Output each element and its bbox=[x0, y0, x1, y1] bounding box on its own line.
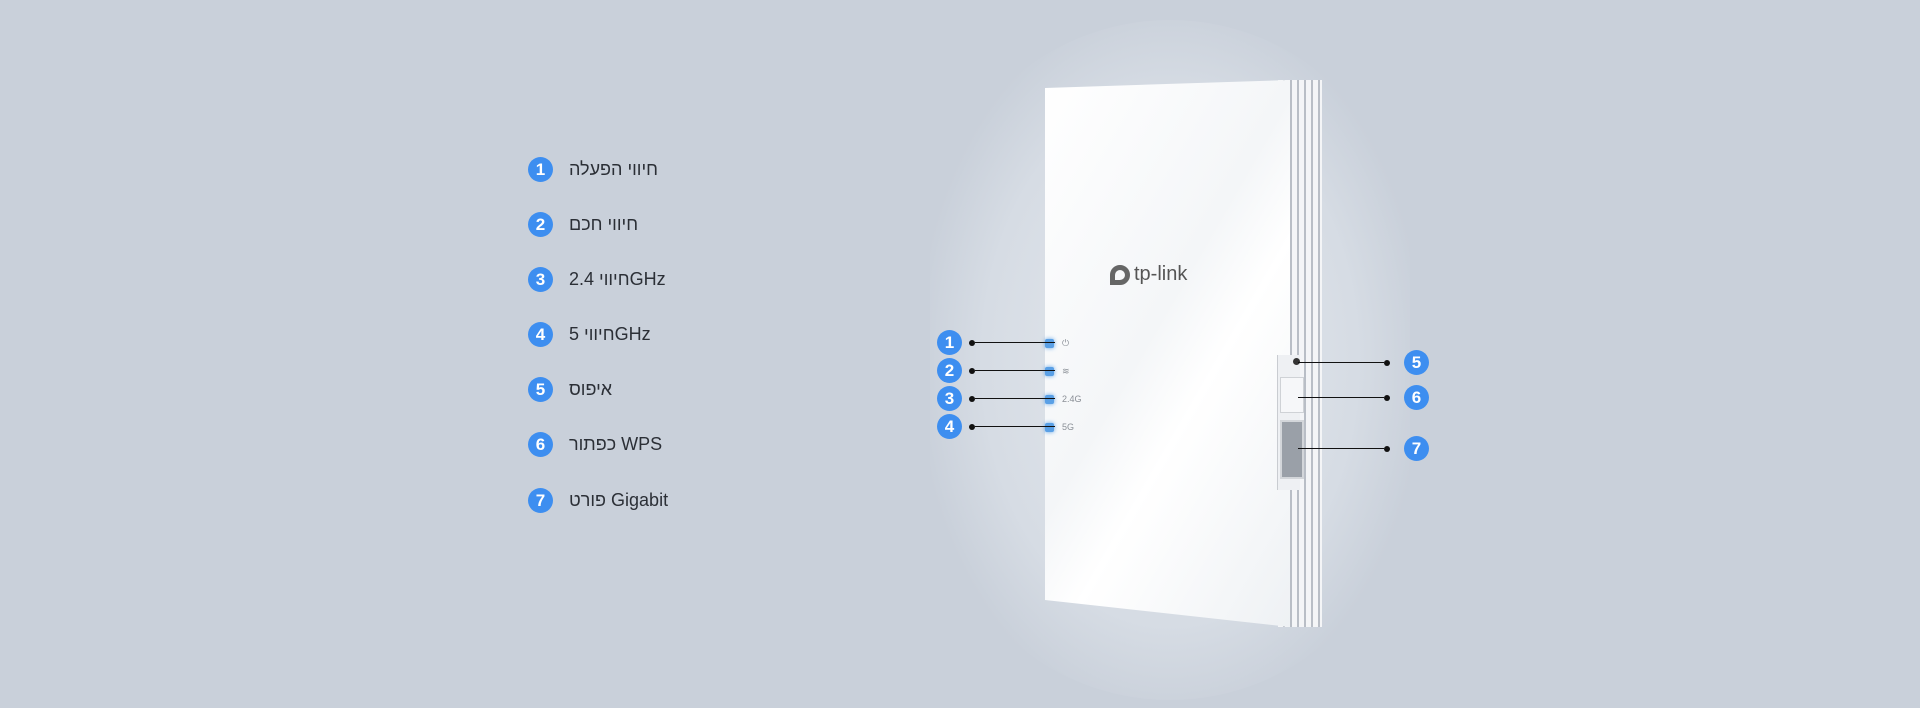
brand-text: tp-link bbox=[1134, 263, 1188, 285]
number-badge: 3 bbox=[528, 267, 553, 292]
callout-line bbox=[1298, 396, 1384, 399]
legend-item-24ghz-led: 3 חיווי 2.4GHz bbox=[528, 267, 666, 292]
number-badge: 5 bbox=[1404, 350, 1429, 375]
legend-item-power-led: 1 חיווי הפעלה bbox=[528, 157, 658, 182]
5ghz-led bbox=[1045, 423, 1054, 432]
callout-dot bbox=[1384, 359, 1390, 366]
callout-line bbox=[975, 341, 1055, 344]
device-front bbox=[1045, 80, 1290, 627]
number-badge: 5 bbox=[528, 377, 553, 402]
number-badge: 7 bbox=[528, 488, 553, 513]
callout-line bbox=[1298, 361, 1384, 364]
legend-item-wps: 6 כפתור WPS bbox=[528, 432, 662, 457]
number-badge: 6 bbox=[1404, 385, 1429, 410]
tp-link-logo: tp-link bbox=[1110, 263, 1187, 286]
legend-label: פורט Gigabit bbox=[569, 490, 669, 510]
number-badge: 2 bbox=[528, 212, 553, 237]
number-badge: 1 bbox=[528, 157, 553, 182]
callout-3: 3 bbox=[937, 386, 1055, 411]
power-led bbox=[1045, 339, 1054, 348]
number-badge: 4 bbox=[528, 322, 553, 347]
led-label: ⏻ bbox=[1062, 338, 1070, 348]
callout-line bbox=[975, 397, 1055, 400]
callout-line bbox=[975, 369, 1055, 372]
legend-item-5ghz-led: 4 חיווי 5GHz bbox=[528, 322, 651, 347]
callout-line bbox=[975, 425, 1055, 428]
callout-dot bbox=[969, 395, 975, 402]
callout-dot bbox=[1384, 445, 1390, 452]
legend-label: חיווי חכם bbox=[569, 214, 639, 234]
callout-dot bbox=[969, 367, 975, 374]
24ghz-led bbox=[1045, 395, 1054, 404]
legend-item-smart-led: 2 חיווי חכם bbox=[528, 212, 638, 237]
led-label: 5G bbox=[1062, 422, 1075, 432]
legend-label: חיווי 5GHz bbox=[569, 324, 651, 344]
number-badge: 2 bbox=[937, 358, 962, 383]
range-extender-image bbox=[1045, 80, 1322, 627]
callout-1: 1 bbox=[937, 330, 1055, 355]
led-label: 2.4G bbox=[1062, 394, 1082, 404]
legend-item-reset: 5 איפוס bbox=[528, 377, 612, 402]
number-badge: 6 bbox=[528, 432, 553, 457]
tp-link-logo-icon bbox=[1110, 264, 1130, 285]
number-badge: 1 bbox=[937, 330, 962, 355]
callout-7: 7 bbox=[1298, 436, 1429, 461]
wps-button bbox=[1280, 377, 1304, 413]
number-badge: 7 bbox=[1404, 436, 1429, 461]
callout-dot bbox=[969, 339, 975, 346]
callout-line bbox=[1298, 447, 1384, 450]
reset-hole bbox=[1293, 358, 1300, 365]
number-badge: 4 bbox=[937, 414, 962, 439]
legend-label: איפוס bbox=[569, 379, 613, 399]
led-label: ≋ bbox=[1062, 366, 1070, 376]
legend-label: חיווי הפעלה bbox=[569, 159, 658, 179]
legend-item-gigabit-port: 7 פורט Gigabit bbox=[528, 488, 668, 513]
callout-2: 2 bbox=[937, 358, 1055, 383]
callout-4: 4 bbox=[937, 414, 1055, 439]
ethernet-port bbox=[1280, 420, 1304, 479]
callout-6: 6 bbox=[1298, 385, 1429, 410]
callout-5: 5 bbox=[1298, 350, 1429, 375]
legend-label: כפתור WPS bbox=[569, 434, 663, 454]
smart-led bbox=[1045, 367, 1054, 376]
callout-dot bbox=[969, 423, 975, 430]
callout-dot bbox=[1384, 394, 1390, 401]
number-badge: 3 bbox=[937, 386, 962, 411]
legend-label: חיווי 2.4GHz bbox=[569, 269, 666, 289]
